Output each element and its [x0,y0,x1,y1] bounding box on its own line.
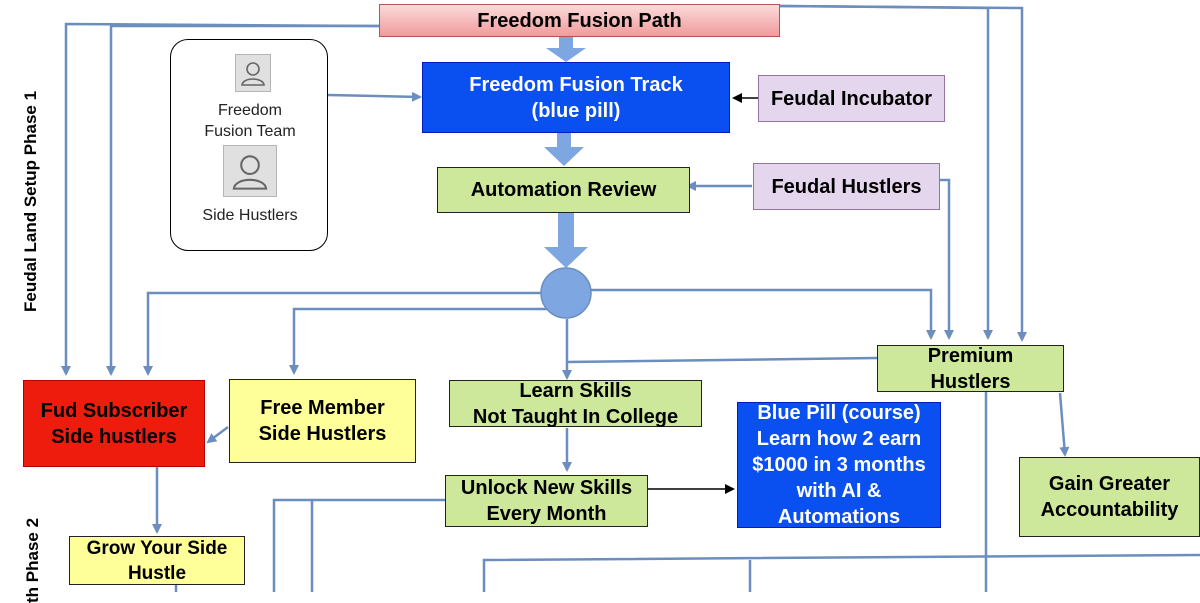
connector-free-to-fud [206,426,229,444]
connector-path-to-premium-b [779,4,1027,342]
junction-node[interactable] [540,267,592,319]
node-grow-side-hustle[interactable]: Grow Your Side Hustle [69,536,245,585]
connector-junction-to-premium [591,288,936,340]
lane-title-phase-1: Feudal Land Setup Phase 1 [21,90,40,312]
node-feudal-incubator[interactable]: Feudal Incubator [758,75,945,122]
connector-junction-to-fud [143,291,541,376]
block-arrow-track-to-automation [544,132,584,166]
block-arrow-automation-to-junction [544,213,588,268]
node-free-member[interactable]: Free Member Side Hustlers [229,379,416,463]
node-freedom-fusion-track[interactable]: Freedom Fusion Track (blue pill) [422,62,730,133]
node-unlock-new-skills[interactable]: Unlock New Skills Every Month [445,475,648,527]
connector-right-to-lower [482,553,1200,592]
legend-label-side-hustlers: Side Hustlers [202,207,298,224]
connector-legend-to-track [327,91,422,102]
connector-junction-to-free-member [289,307,549,375]
connector-premium-to-accountability [1058,392,1070,457]
connector-unlock-down-left-a [272,498,446,592]
legend-label-freedom-fusion-team: Freedom Fusion Team [204,102,296,140]
connector-feudal-hustlers-to-premium [940,178,954,340]
node-blue-pill-course[interactable]: Blue Pill (course) Learn how 2 earn $100… [737,402,941,528]
node-fud-subscriber[interactable]: Fud Subscriber Side hustlers [23,380,205,467]
connectors [61,4,1200,592]
black-arrows [648,93,758,494]
connector-path-to-fud-right [106,24,380,376]
node-automation-review[interactable]: Automation Review [437,167,690,213]
person-icon [223,145,277,197]
person-icon [235,54,271,92]
lane-title-phase-2: th Phase 2 [23,517,42,603]
node-freedom-fusion-path[interactable]: Freedom Fusion Path [379,4,780,37]
block-arrows [544,36,588,268]
node-premium-hustlers[interactable]: Premium Hustlers [877,345,1064,393]
node-gain-accountability[interactable]: Gain Greater Accountability [1019,457,1200,537]
block-arrow-path-to-track [546,36,586,62]
connector-premium-to-junction-line [566,356,878,364]
node-feudal-hustlers[interactable]: Feudal Hustlers [753,163,940,210]
node-learn-skills[interactable]: Learn Skills Not Taught In College [449,380,702,428]
